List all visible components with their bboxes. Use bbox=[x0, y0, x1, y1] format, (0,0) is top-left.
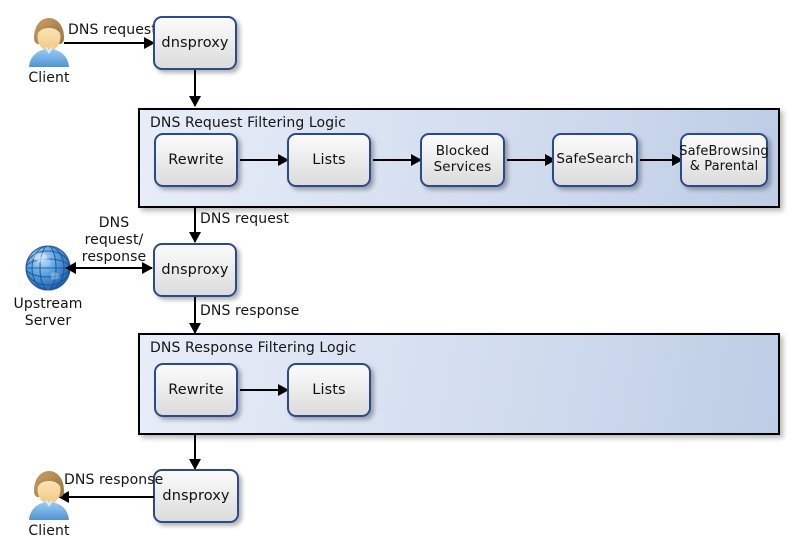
person-icon bbox=[26, 16, 72, 68]
stage-safebrowsing-parental[interactable]: SafeBrowsing & Parental bbox=[679, 133, 769, 187]
arrow-to-proxy-middle bbox=[142, 262, 153, 274]
stage-rewrite-response[interactable]: Rewrite bbox=[154, 363, 238, 417]
edge-rewrite-to-lists-request bbox=[240, 159, 282, 161]
stage-lists-request[interactable]: Lists bbox=[287, 133, 371, 187]
upstream-server-label: Upstream Server bbox=[13, 296, 83, 330]
arrow-lists-to-blocked bbox=[411, 154, 422, 166]
arrow-safesearch-to-safebrowsing bbox=[672, 154, 683, 166]
arrow-response-group-to-proxy bbox=[189, 459, 201, 470]
edge-safesearch-to-safebrowsing bbox=[640, 159, 678, 161]
arrow-rewrite-to-lists-response bbox=[278, 384, 289, 396]
edge-upstream-exchange bbox=[74, 267, 152, 269]
edge-rewrite-to-lists-response bbox=[240, 389, 282, 391]
edge-proxy-to-request-group bbox=[194, 70, 196, 106]
arrow-to-upstream bbox=[65, 262, 76, 274]
person-icon-bottom bbox=[26, 469, 72, 521]
edge-label-request-group-to-proxy: DNS request bbox=[200, 211, 289, 227]
stage-safesearch[interactable]: SafeSearch bbox=[552, 133, 638, 187]
stage-rewrite-request[interactable]: Rewrite bbox=[154, 133, 238, 187]
response-filtering-group: DNS Response Filtering Logic bbox=[138, 333, 780, 435]
edge-lists-to-blocked bbox=[373, 159, 415, 161]
edge-label-proxy-to-client: DNS response bbox=[64, 472, 164, 488]
stage-lists-response[interactable]: Lists bbox=[287, 363, 371, 417]
edge-response-group-to-proxy bbox=[194, 435, 196, 469]
dnsproxy-middle[interactable]: dnsproxy bbox=[153, 243, 237, 297]
response-group-title: DNS Response Filtering Logic bbox=[150, 340, 357, 356]
edge-blocked-to-safesearch bbox=[507, 159, 549, 161]
arrow-blocked-to-safesearch bbox=[545, 154, 556, 166]
arrow-client-to-proxy bbox=[144, 37, 155, 49]
client-bottom-label: Client bbox=[28, 523, 70, 539]
edge-client-to-proxy bbox=[64, 42, 149, 44]
arrow-rewrite-to-lists-request bbox=[278, 154, 289, 166]
edge-proxy-to-response-group bbox=[194, 297, 196, 333]
dnsproxy-bottom[interactable]: dnsproxy bbox=[153, 469, 239, 523]
arrow-proxy-to-response-group bbox=[189, 323, 201, 334]
arrow-request-group-to-proxy bbox=[189, 232, 201, 243]
arrow-proxy-to-request-group bbox=[189, 96, 201, 107]
arrow-proxy-to-client bbox=[58, 491, 69, 503]
stage-blocked-services[interactable]: Blocked Services bbox=[420, 133, 505, 187]
edge-label-proxy-to-response-group: DNS response bbox=[200, 303, 300, 319]
edge-label-client-to-proxy: DNS request bbox=[68, 22, 157, 38]
request-group-title: DNS Request Filtering Logic bbox=[150, 115, 346, 131]
dnsproxy-top[interactable]: dnsproxy bbox=[153, 16, 237, 70]
edge-label-upstream-exchange: DNS request/ response bbox=[81, 215, 147, 266]
edge-request-group-to-proxy bbox=[194, 208, 196, 242]
edge-proxy-to-client bbox=[68, 496, 154, 498]
client-top-label: Client bbox=[28, 70, 70, 86]
